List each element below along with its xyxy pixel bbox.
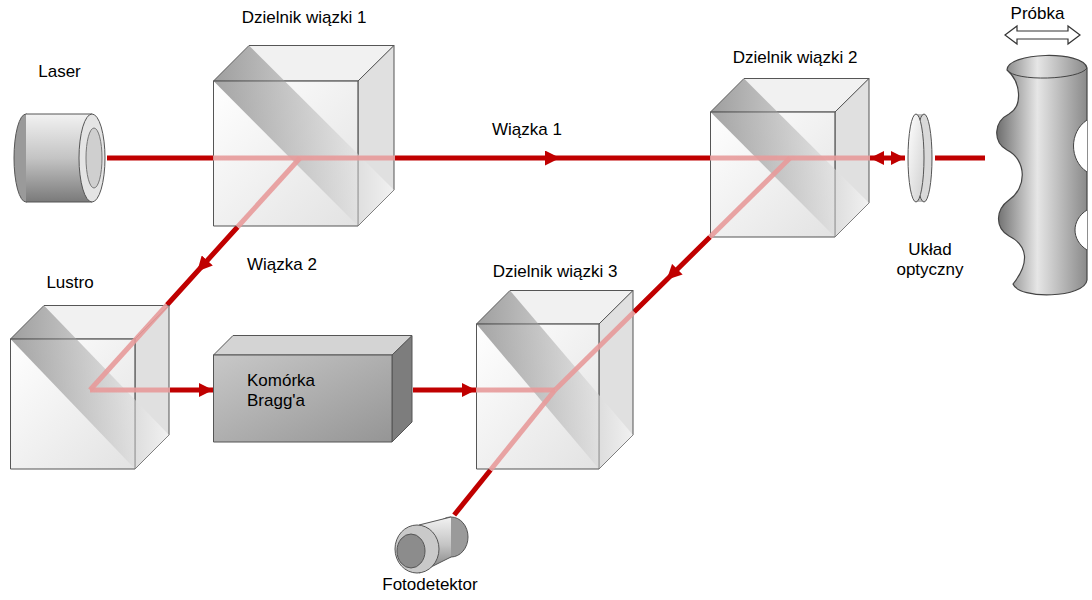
beam-splitter-shape bbox=[710, 78, 870, 238]
component-text: Komórka Bragg'a bbox=[247, 371, 347, 411]
component-label: Próbka bbox=[985, 4, 1090, 24]
inner-beam bbox=[490, 390, 555, 470]
component-label: Dzielnik wiązki 2 bbox=[710, 48, 880, 68]
laser-beam bbox=[413, 388, 476, 393]
inner-beam bbox=[790, 156, 870, 161]
laser-beam bbox=[454, 470, 490, 515]
detector-window bbox=[397, 534, 425, 568]
beam-label: Wiązka 2 bbox=[245, 255, 319, 275]
bragg-cell: Komórka Bragg'a bbox=[213, 335, 413, 443]
beam-label: Wiązka 1 bbox=[490, 120, 564, 140]
component-label: Dzielnik wiązki 3 bbox=[476, 262, 634, 282]
motion-arrow bbox=[1005, 26, 1080, 44]
bragg-front bbox=[214, 355, 393, 442]
splitter-plane bbox=[214, 46, 395, 227]
optical-system-shape bbox=[905, 112, 935, 204]
lens-front bbox=[908, 114, 924, 202]
component-label: Układ optyczny bbox=[885, 240, 975, 280]
component-label: Dzielnik wiązki 1 bbox=[213, 8, 395, 28]
inner-beam bbox=[710, 158, 790, 237]
laser-shape bbox=[12, 112, 107, 204]
beam-splitter: Dzielnik wiązki 2 bbox=[710, 78, 870, 238]
laser-beam bbox=[870, 156, 905, 161]
photodetector: Fotodetektor bbox=[385, 515, 475, 575]
bragg-top bbox=[214, 336, 413, 356]
photodetector-shape bbox=[385, 515, 475, 575]
laser-beam bbox=[107, 156, 213, 161]
laser-beam bbox=[395, 156, 710, 161]
sample-top bbox=[1007, 68, 1087, 78]
beam-splitter-shape bbox=[476, 290, 634, 470]
optical-system: Układ optyczny bbox=[905, 112, 935, 204]
laser: Laser bbox=[12, 112, 107, 204]
sample-body bbox=[997, 55, 1087, 294]
splitter-plane bbox=[11, 306, 170, 470]
mirror-shape bbox=[10, 305, 170, 470]
laser-aperture bbox=[86, 128, 102, 188]
laser-beam bbox=[170, 388, 213, 393]
beam-splitter: Dzielnik wiązki 3 bbox=[476, 290, 634, 470]
beam-splitter-shape bbox=[213, 45, 395, 227]
inner-beam bbox=[555, 312, 634, 390]
sample-groove bbox=[1074, 120, 1088, 250]
laser-face bbox=[79, 114, 105, 202]
sample: Próbka bbox=[985, 50, 1090, 300]
inner-beam bbox=[90, 388, 170, 393]
detector-front bbox=[395, 525, 439, 573]
inner-beam bbox=[238, 158, 300, 227]
inner-beam bbox=[710, 156, 790, 161]
inner-beam bbox=[90, 305, 167, 390]
splitter-plane bbox=[711, 79, 870, 238]
beam-splitter: Dzielnik wiązki 1 bbox=[213, 45, 395, 227]
sample-shape bbox=[985, 50, 1090, 300]
splitter-plane bbox=[477, 291, 634, 470]
component-label: Lustro bbox=[10, 273, 130, 293]
mirror: Lustro bbox=[10, 305, 170, 470]
component-label: Laser bbox=[12, 62, 107, 82]
label-anchor: Wiązka 2 bbox=[245, 255, 319, 275]
inner-beam bbox=[213, 156, 300, 161]
laser-beam bbox=[634, 237, 710, 312]
inner-beam bbox=[476, 388, 555, 393]
component-label: Fotodetektor bbox=[375, 575, 485, 595]
inner-beam bbox=[300, 156, 395, 161]
label-anchor: Wiązka 1 bbox=[490, 120, 564, 140]
laser-beam bbox=[167, 227, 238, 305]
laser-beam bbox=[935, 156, 985, 161]
